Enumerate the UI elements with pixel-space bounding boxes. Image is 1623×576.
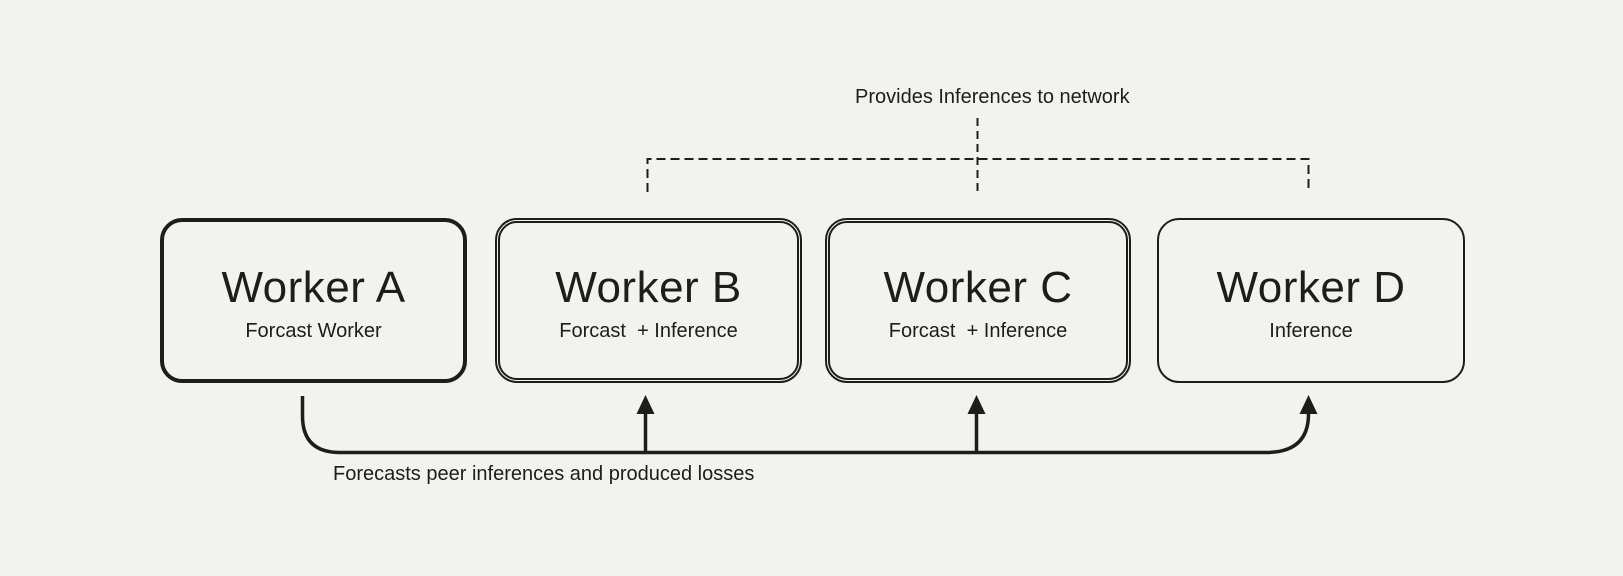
arrowhead-worker-c: [967, 395, 986, 414]
worker-a-subtitle: Forcast Worker: [245, 320, 382, 342]
worker-c-subtitle: Forcast + Inference: [888, 320, 1068, 342]
arrowhead-worker-b: [636, 395, 655, 414]
worker-a-box: Worker A Forcast Worker: [160, 218, 467, 383]
worker-c-title: Worker C: [883, 263, 1073, 312]
worker-d-subtitle: Inference: [1269, 320, 1353, 342]
forecast-curve-line: [300, 396, 1311, 455]
worker-a-title: Worker A: [221, 263, 406, 312]
worker-d-title: Worker D: [1216, 263, 1406, 312]
forecasts-losses-label: Forecasts peer inferences and produced l…: [333, 463, 755, 485]
arrowhead-worker-d: [1299, 395, 1318, 414]
worker-b-box: Worker B Forcast + Inference: [495, 218, 802, 383]
worker-c-box: Worker C Forcast + Inference: [825, 218, 1131, 383]
provides-inferences-label: Provides Inferences to network: [855, 86, 1130, 108]
inference-bracket-dashed-line: [646, 158, 1310, 192]
worker-b-title: Worker B: [555, 263, 742, 312]
worker-d-box: Worker D Inference: [1157, 218, 1465, 383]
worker-b-subtitle: Forcast + Inference: [559, 320, 738, 342]
